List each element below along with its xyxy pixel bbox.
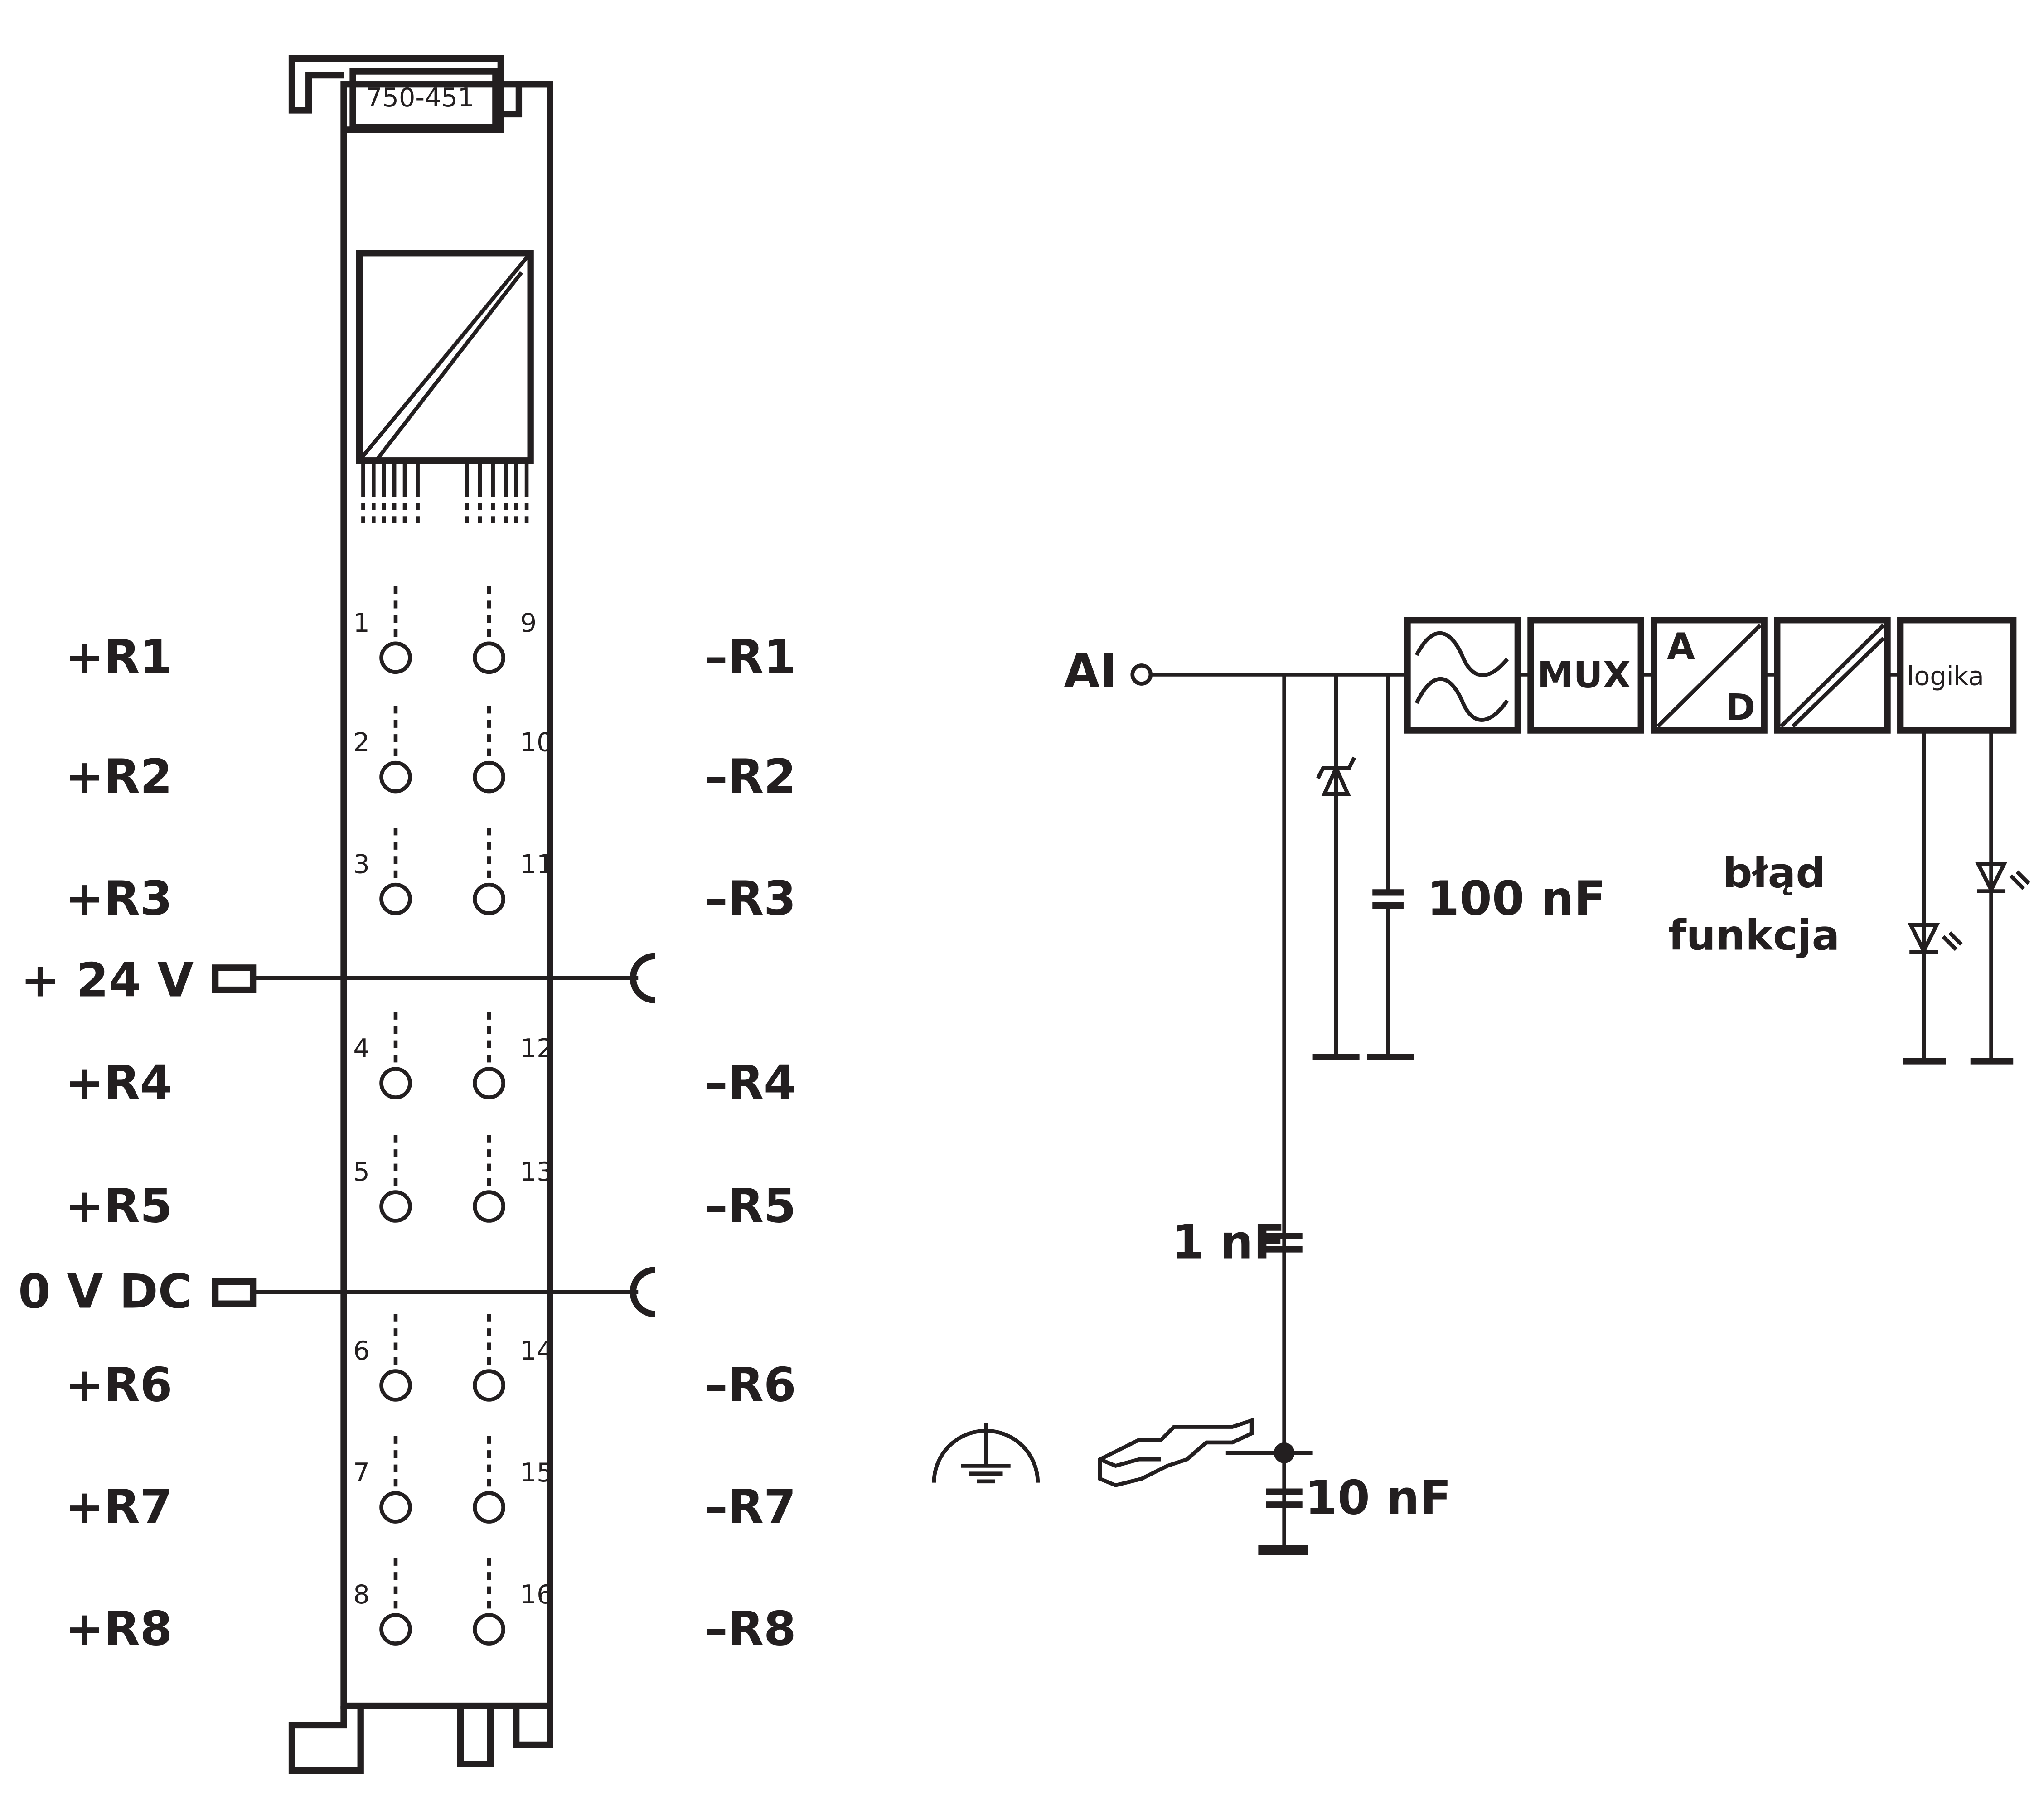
cap-10nf-label: 10 nF [1305,1471,1451,1525]
io-module: 750-451 1 9 2 10 3 11 4 12 5 13 6 14 7 15 8 16 [288,55,553,1774]
terminal-clamp[interactable] [473,1613,505,1646]
right-label: –R7 [704,1480,796,1534]
terminal-clamp[interactable] [473,1190,505,1223]
terminal-clamp[interactable] [379,1067,412,1099]
terminal-number: 11 [520,849,553,879]
terminal-number: 8 [353,1580,369,1610]
led-function-label: funkcja [1668,911,1840,959]
terminal-number: 5 [353,1157,369,1187]
input-label: AI [1064,644,1117,699]
terminal-clamp[interactable] [473,760,505,794]
terminal-number: 13 [520,1157,553,1187]
filter-block [1404,617,1521,734]
left-label: +R5 [65,1179,172,1233]
terminal-clamp[interactable] [379,1190,412,1223]
terminal-number: 9 [520,608,537,638]
terminal-clamp[interactable] [473,1067,505,1099]
zener-diode-icon [1316,756,1356,796]
right-label: –R5 [704,1179,796,1233]
part-number: 750-451 [366,83,474,113]
left-label: +R6 [65,1358,172,1412]
terminal-number: 3 [353,849,369,879]
left-label: +R1 [65,630,172,685]
supply-0v-label: 0 V DC [18,1264,192,1319]
terminal-number: 12 [520,1034,553,1064]
left-label: +R3 [65,871,172,926]
signal-chain: MUX A D logika błąd [1404,617,2030,1065]
right-label: –R8 [704,1602,796,1656]
left-label: +R7 [65,1480,172,1534]
supply-24v-label: + 24 V [21,953,194,1007]
terminal-number: 6 [353,1336,369,1366]
protective-earth-icon [932,1423,1040,1484]
terminal-clamp[interactable] [379,760,412,794]
terminal-number: 14 [520,1336,553,1366]
right-label: –R3 [704,871,796,926]
supply-24v: + 24 V [21,953,655,1007]
cap-1nf-label: 1 nF [1172,1215,1285,1270]
terminal-clamp[interactable] [379,1491,412,1524]
right-label: –R1 [704,630,796,685]
led-icon [1908,923,1963,955]
din-rail-icon [1098,1418,1254,1487]
terminal-number: 16 [520,1580,553,1610]
right-label: –R4 [704,1055,796,1110]
terminal-clamp[interactable] [473,1369,505,1402]
converter-icon [356,250,534,523]
terminal-clamp[interactable] [379,1369,412,1402]
terminal-number: 4 [353,1034,369,1064]
adc-a-label: A [1667,625,1695,668]
logic-label: logika [1907,661,1984,691]
terminal-number: 2 [353,727,369,757]
right-label: –R6 [704,1358,796,1412]
cap-100nf-label: 100 nF [1427,871,1606,926]
right-label: –R2 [704,750,796,804]
terminal-clamp[interactable] [473,1491,505,1524]
terminal-clamp[interactable] [379,882,412,915]
isolation-block [1774,617,1891,734]
adc-block: A D [1651,617,1768,734]
led-icon [1975,862,2030,895]
terminal-clamp[interactable] [379,641,412,674]
terminal-number: 15 [520,1458,553,1488]
input-circuit: AI 100 nF 1 nF 10 nF [932,644,1606,1555]
logic-block [1897,617,2017,734]
terminal-clamp[interactable] [473,882,505,915]
left-label: +R2 [65,750,172,804]
left-label: +R8 [65,1602,172,1656]
left-label: +R4 [65,1055,172,1110]
terminal-clamp[interactable] [379,1613,412,1646]
terminal-number: 7 [353,1458,369,1488]
led-error-label: błąd [1723,849,1826,897]
terminal-number: 10 [520,727,553,757]
terminal-clamp[interactable] [473,641,505,674]
adc-d-label: D [1725,687,1756,729]
mux-label: MUX [1537,654,1631,696]
terminal-number: 1 [353,608,369,638]
supply-0v: 0 V DC [18,1264,655,1319]
